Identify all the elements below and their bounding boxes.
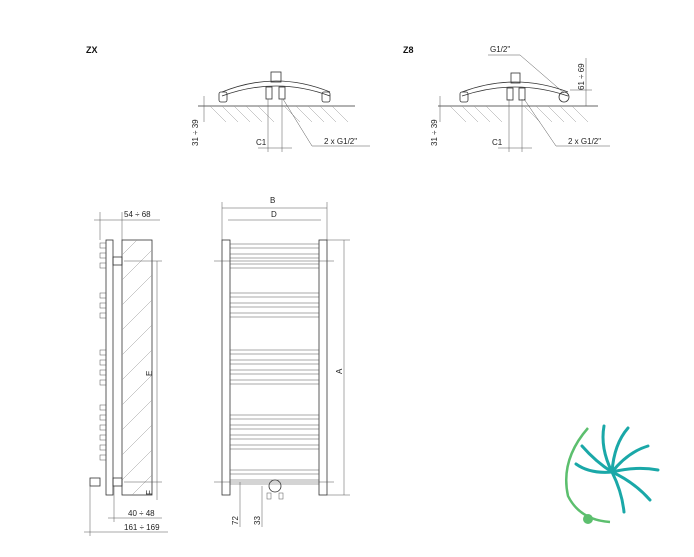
side-dim-5468: 54 ÷ 68 [124, 210, 151, 219]
zx-dim-connection: 2 x G1/2" [324, 137, 357, 146]
front-bars [229, 243, 320, 485]
z8-dim-wall: 31 ÷ 39 [430, 119, 439, 146]
front-dim-72: 72 [231, 516, 240, 525]
z8-view: Z8 G1/2" 61 ÷ 69 31 ÷ 39 [403, 45, 610, 152]
z8-dim-g12: G1/2" [490, 45, 510, 54]
z8-wall-hatch [449, 105, 589, 123]
front-dim-33: 33 [253, 516, 262, 525]
front-dim-d: D [271, 210, 277, 219]
side-dim-161169: 161 ÷ 169 [124, 523, 160, 532]
side-dim-4048: 40 ÷ 48 [128, 509, 155, 518]
side-dim-f: F [145, 490, 154, 495]
zx-dim-c1: C1 [256, 138, 267, 147]
side-wall-hatch [121, 239, 153, 496]
zx-view: ZX 31 ÷ 39 C1 [86, 45, 370, 152]
zx-wall-hatch [209, 105, 349, 123]
side-view: 54 ÷ 68 [84, 210, 168, 536]
z8-dim-c1: C1 [492, 138, 503, 147]
dandelion-logo-icon [564, 424, 660, 524]
front-view: B D A [214, 196, 350, 527]
side-dim-e: E [145, 371, 154, 376]
zx-dim-wall: 31 ÷ 39 [191, 119, 200, 146]
zx-title: ZX [86, 45, 98, 55]
z8-title: Z8 [403, 45, 414, 55]
front-dim-a: A [335, 368, 344, 374]
z8-dim-6169: 61 ÷ 69 [577, 63, 586, 90]
side-tubes [99, 242, 107, 461]
z8-dim-connection: 2 x G1/2" [568, 137, 601, 146]
front-dim-b: B [270, 196, 275, 205]
